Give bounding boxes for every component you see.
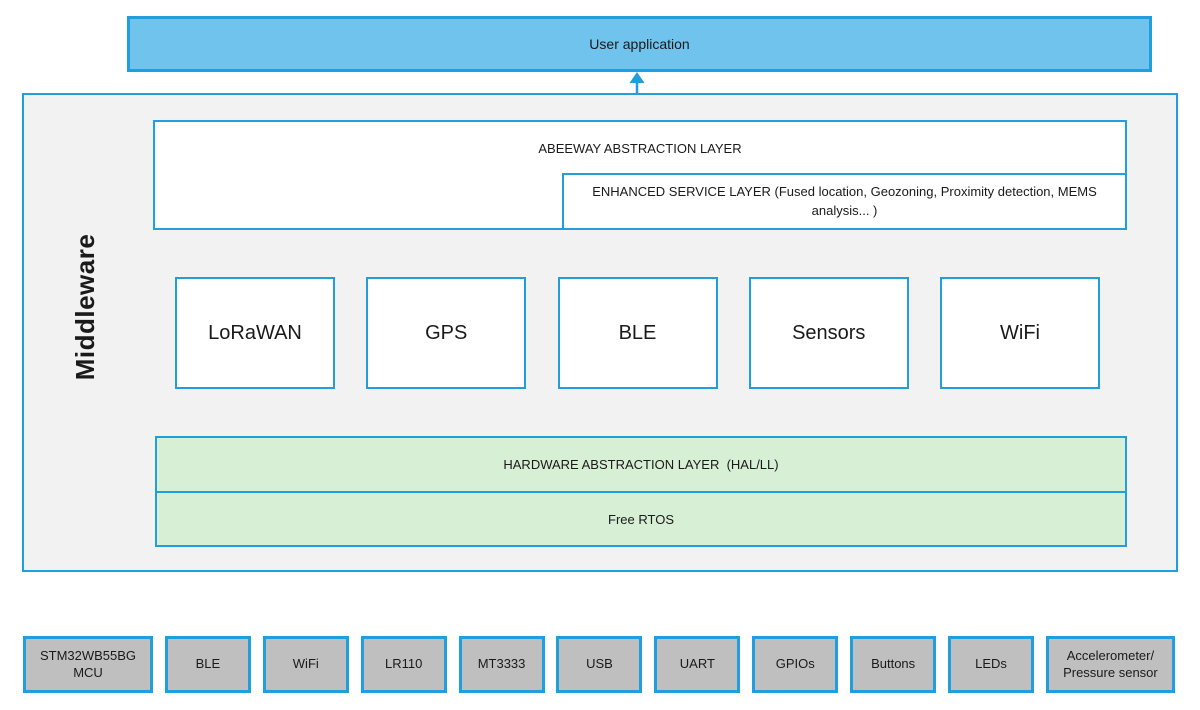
hardware-abstraction-layer-box: HARDWARE ABSTRACTION LAYER (HAL/LL): [155, 436, 1127, 493]
module-box-gps: GPS: [366, 277, 527, 389]
hardware-label: WiFi: [292, 656, 319, 672]
module-label: GPS: [425, 321, 468, 344]
module-box-lorawan: LoRaWAN: [175, 277, 335, 389]
hardware-label: MT3333: [477, 656, 526, 672]
hardware-box-stm32wb55bg-mcu: STM32WB55BG MCU: [23, 636, 153, 693]
abeeway-abstraction-layer-box: ABEEWAY ABSTRACTION LAYER ENHANCED SERVI…: [153, 120, 1127, 230]
hardware-box-lr110: LR110: [360, 636, 447, 693]
module-label: Sensors: [792, 321, 866, 344]
user-application-label: User application: [589, 36, 690, 52]
hardware-label: LEDs: [975, 656, 1007, 672]
hardware-label: Buttons: [871, 656, 916, 672]
hardware-box-ble: BLE: [164, 636, 251, 693]
module-label: BLE: [618, 321, 657, 344]
abeeway-abstraction-layer-label: ABEEWAY ABSTRACTION LAYER: [538, 140, 742, 156]
module-box-ble: BLE: [557, 277, 718, 389]
hardware-box-usb: USB: [556, 636, 643, 693]
user-application-box: User application: [127, 16, 1152, 72]
hardware-label: UART: [679, 656, 715, 672]
hardware-box-mt3333: MT3333: [458, 636, 545, 693]
hardware-label: GPIOs: [775, 656, 815, 672]
hardware-label: LR110: [385, 656, 423, 672]
hardware-box-accelerometer-pressure-sensor: Accelerometer/ Pressure sensor: [1045, 636, 1175, 693]
free-rtos-box: Free RTOS: [155, 491, 1127, 547]
module-box-wifi: WiFi: [940, 277, 1100, 389]
hal-rtos-stack: HARDWARE ABSTRACTION LAYER (HAL/LL) Free…: [155, 436, 1127, 547]
hardware-label: BLE: [195, 656, 221, 672]
hardware-label: USB: [586, 656, 613, 672]
hardware-label: Accelerometer/ Pressure sensor: [1063, 647, 1158, 680]
hardware-box-buttons: Buttons: [850, 636, 937, 693]
hardware-box-gpios: GPIOs: [752, 636, 839, 693]
enhanced-service-layer-label: ENHANCED SERVICE LAYER (Fused location, …: [592, 183, 1097, 218]
enhanced-service-layer-box: ENHANCED SERVICE LAYER (Fused location, …: [562, 173, 1127, 230]
middleware-label: Middleware: [70, 233, 100, 381]
module-label: LoRaWAN: [208, 321, 302, 344]
hardware-components-row: STM32WB55BG MCU BLE WiFi LR110 MT3333 USB UART…: [23, 636, 1175, 693]
module-box-sensors: Sensors: [748, 277, 909, 389]
hardware-abstraction-layer-label: HARDWARE ABSTRACTION LAYER (HAL/LL): [503, 457, 779, 472]
hardware-box-uart: UART: [654, 636, 741, 693]
hardware-box-wifi: WiFi: [262, 636, 349, 693]
middleware-modules-row: LoRaWAN GPS BLE Sensors WiFi: [175, 277, 1100, 389]
hardware-box-leds: LEDs: [948, 636, 1035, 693]
module-label: WiFi: [1000, 321, 1040, 344]
hardware-label: STM32WB55BG MCU: [39, 647, 137, 680]
middleware-container: Middleware ABEEWAY ABSTRACTION LAYER ENH…: [22, 93, 1178, 572]
free-rtos-label: Free RTOS: [608, 511, 674, 527]
